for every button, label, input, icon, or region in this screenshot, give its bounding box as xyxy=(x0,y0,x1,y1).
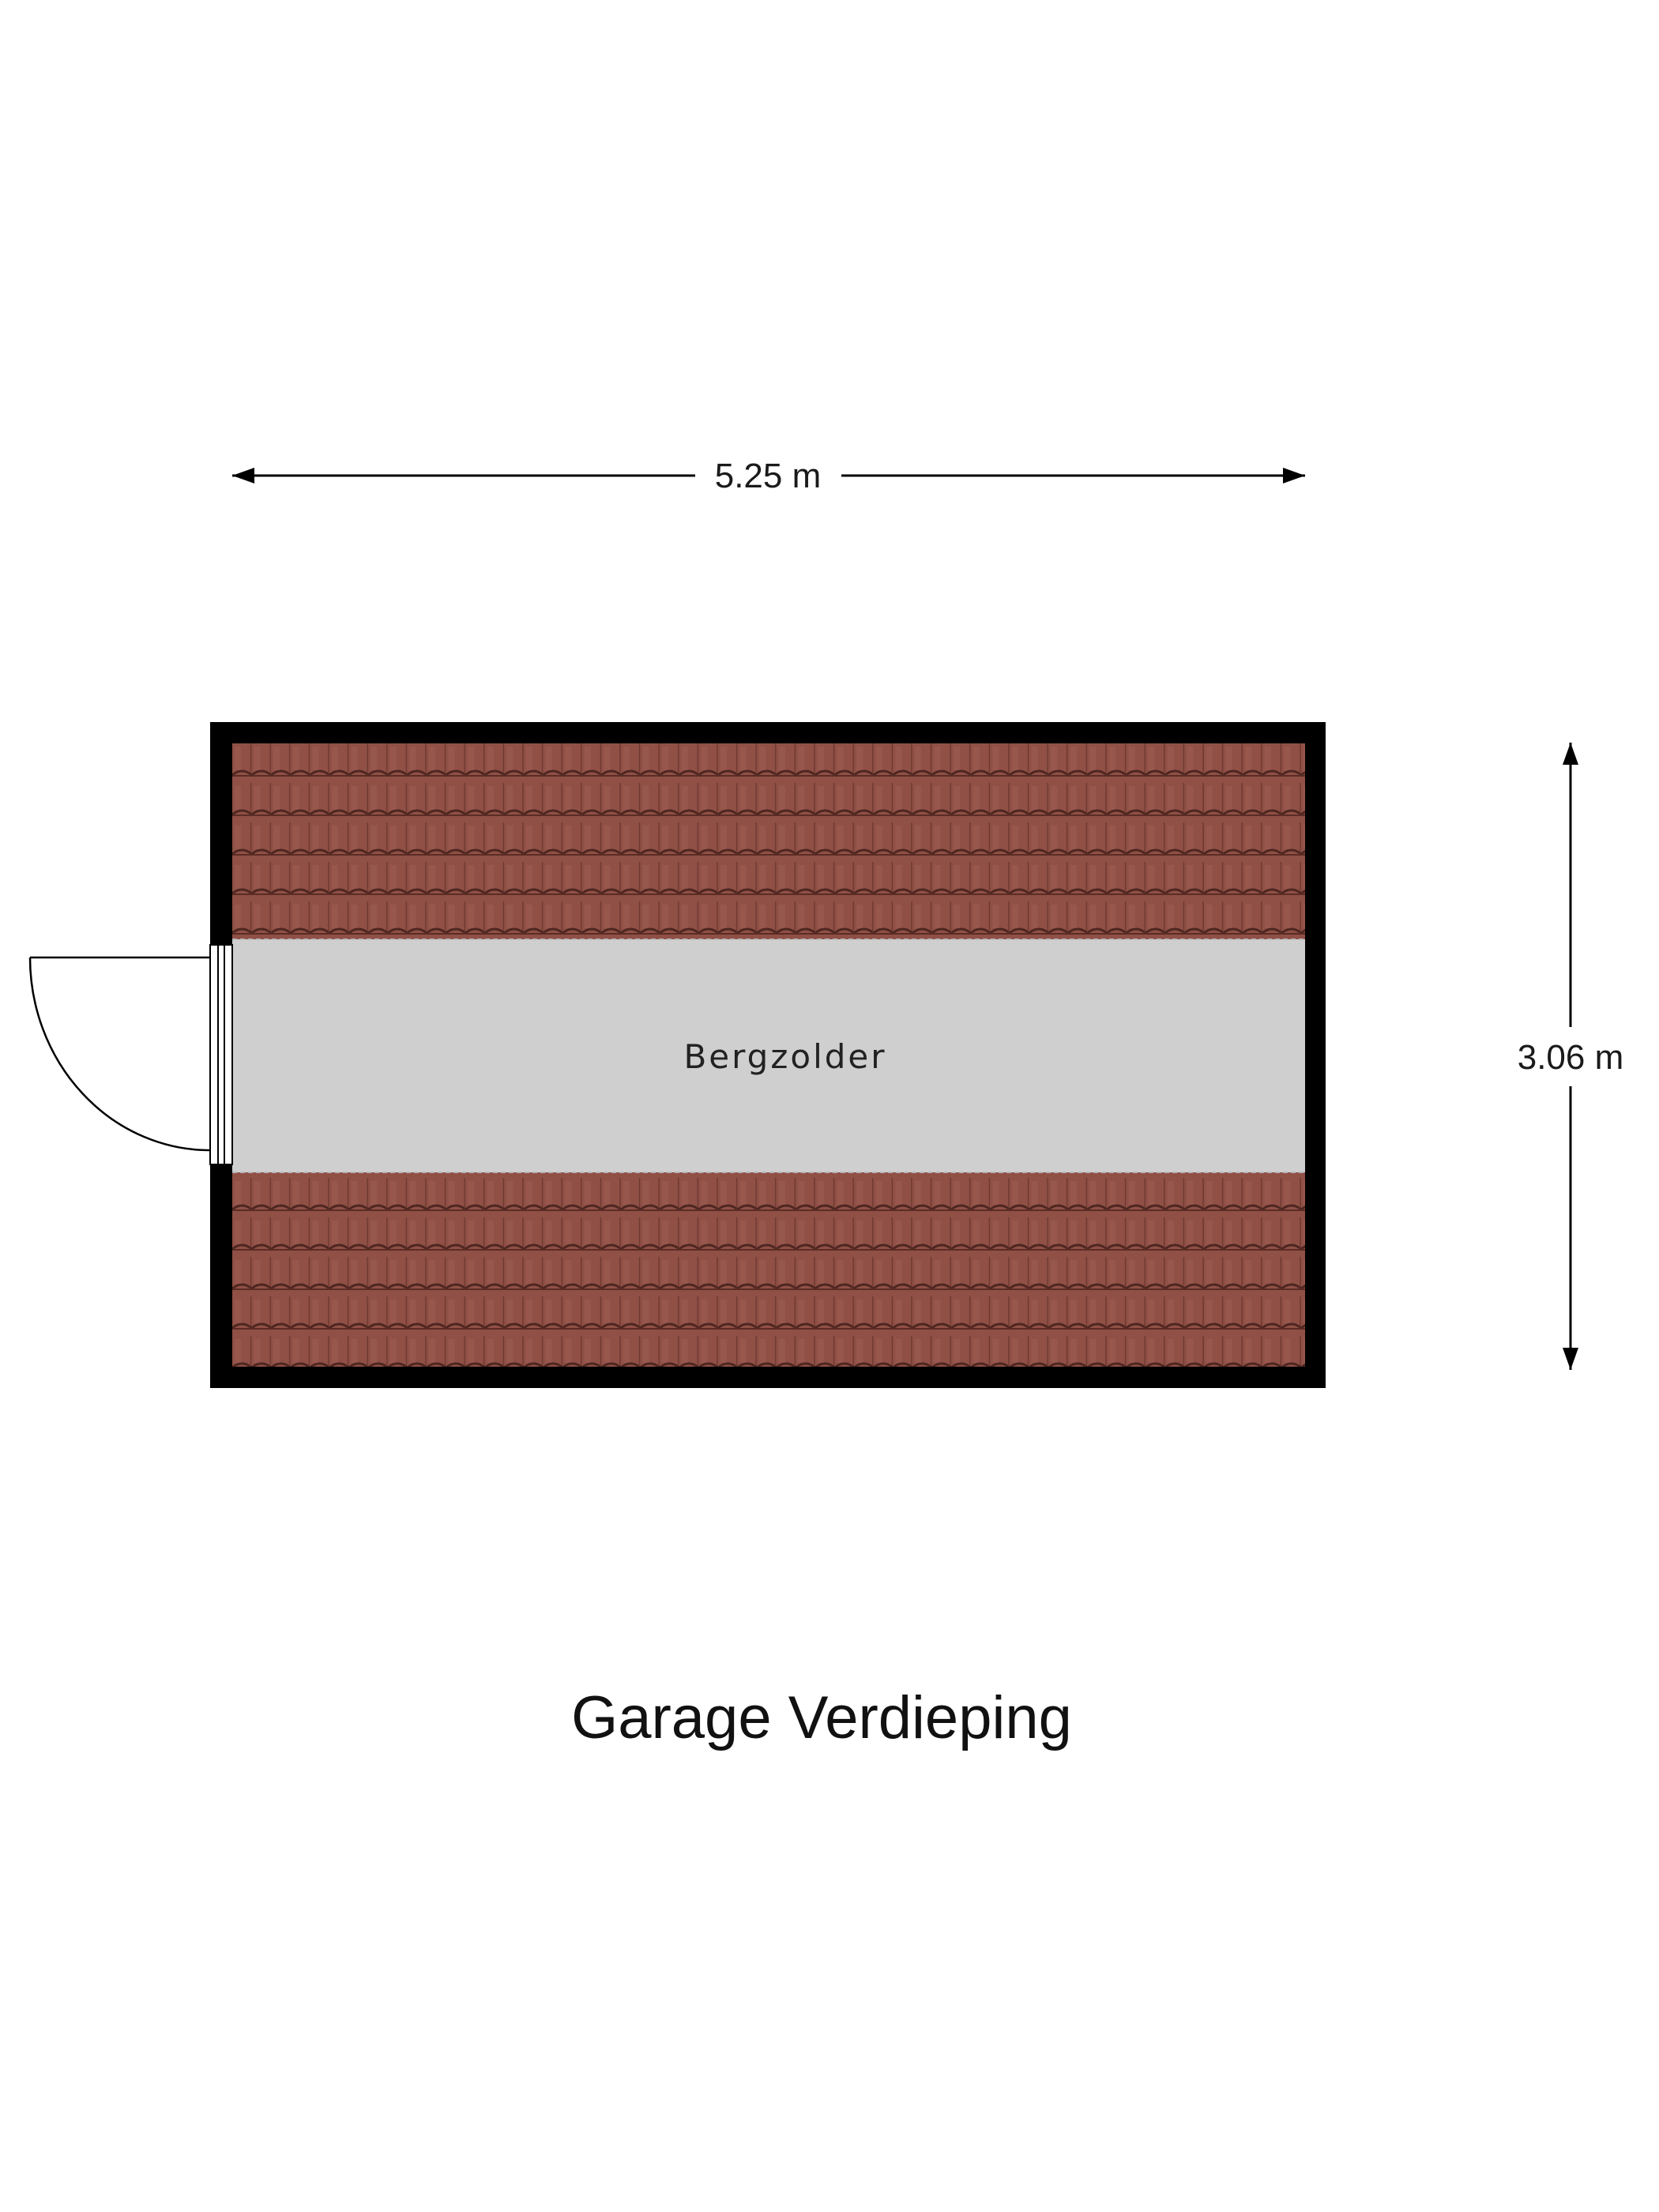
walls xyxy=(210,722,1326,1388)
depth-dimension: 3.06 m xyxy=(1518,743,1624,1370)
roof-tiles-bottom xyxy=(232,1172,1305,1367)
arrow-left-icon xyxy=(232,468,254,483)
door-frame xyxy=(209,944,233,1165)
door-swing-icon xyxy=(28,944,233,1165)
width-dimension: 5.25 m xyxy=(232,457,1305,495)
width-dimension-label: 5.25 m xyxy=(715,457,822,495)
plan-title: Garage Verdieping xyxy=(571,1684,1072,1751)
room-bergzolder xyxy=(232,939,1305,1172)
arrow-down-icon xyxy=(1563,1348,1578,1370)
roof-tiles-top xyxy=(232,743,1305,939)
wall-left-lower xyxy=(210,1164,232,1388)
door-swing-arc xyxy=(28,957,211,1152)
wall-right xyxy=(1305,722,1326,1388)
wall-bottom xyxy=(210,1367,1326,1388)
depth-dimension-label: 3.06 m xyxy=(1518,1038,1624,1077)
wall-top xyxy=(210,722,1326,743)
wall-left-upper xyxy=(210,722,232,945)
room-label: Bergzolder xyxy=(683,1037,886,1076)
arrow-right-icon xyxy=(1283,468,1305,483)
arrow-up-icon xyxy=(1563,743,1578,765)
